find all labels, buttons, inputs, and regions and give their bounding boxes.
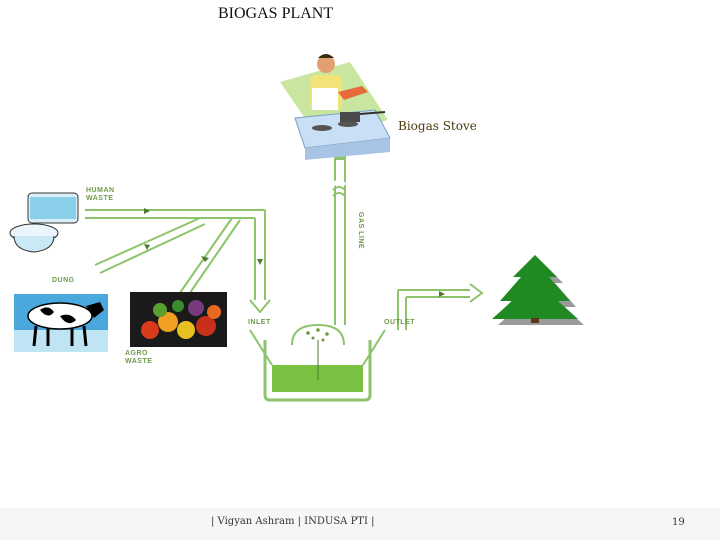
agro-waste-pipe bbox=[174, 217, 241, 304]
footer-bar bbox=[0, 508, 720, 540]
human-waste-label-line2: WASTE bbox=[86, 195, 114, 202]
biogas-stove-label: Biogas Stove bbox=[398, 119, 477, 133]
vegetables-icon bbox=[130, 292, 227, 347]
agro-waste-label-line1: AGRO bbox=[125, 350, 148, 357]
toilet-icon bbox=[9, 192, 79, 253]
digester-tank bbox=[249, 323, 386, 402]
human-waste-label: HUMAN WASTE bbox=[86, 187, 115, 203]
gas-line-pipe bbox=[331, 155, 347, 325]
cow-icon bbox=[14, 294, 108, 352]
inlet-label: INLET bbox=[248, 319, 271, 326]
agro-waste-label: AGRO WASTE bbox=[125, 350, 152, 366]
dung-label: DUNG bbox=[52, 277, 75, 284]
page-title: BIOGAS PLANT bbox=[218, 5, 334, 22]
outlet-pipe bbox=[397, 283, 484, 330]
gas-line-label: GAS LINE bbox=[357, 212, 364, 250]
agro-waste-label-line2: WASTE bbox=[125, 358, 153, 365]
page-number: 19 bbox=[672, 517, 685, 528]
human-waste-label-line1: HUMAN bbox=[86, 187, 115, 194]
footer-text: | Vigyan Ashram | INDUSA PTI | bbox=[211, 516, 375, 527]
cook-stove-icon bbox=[280, 54, 391, 160]
human-waste-pipe bbox=[85, 209, 271, 314]
outlet-label: OUTLET bbox=[384, 319, 415, 326]
dung-pipe bbox=[94, 217, 206, 274]
tree-icon bbox=[492, 255, 584, 325]
